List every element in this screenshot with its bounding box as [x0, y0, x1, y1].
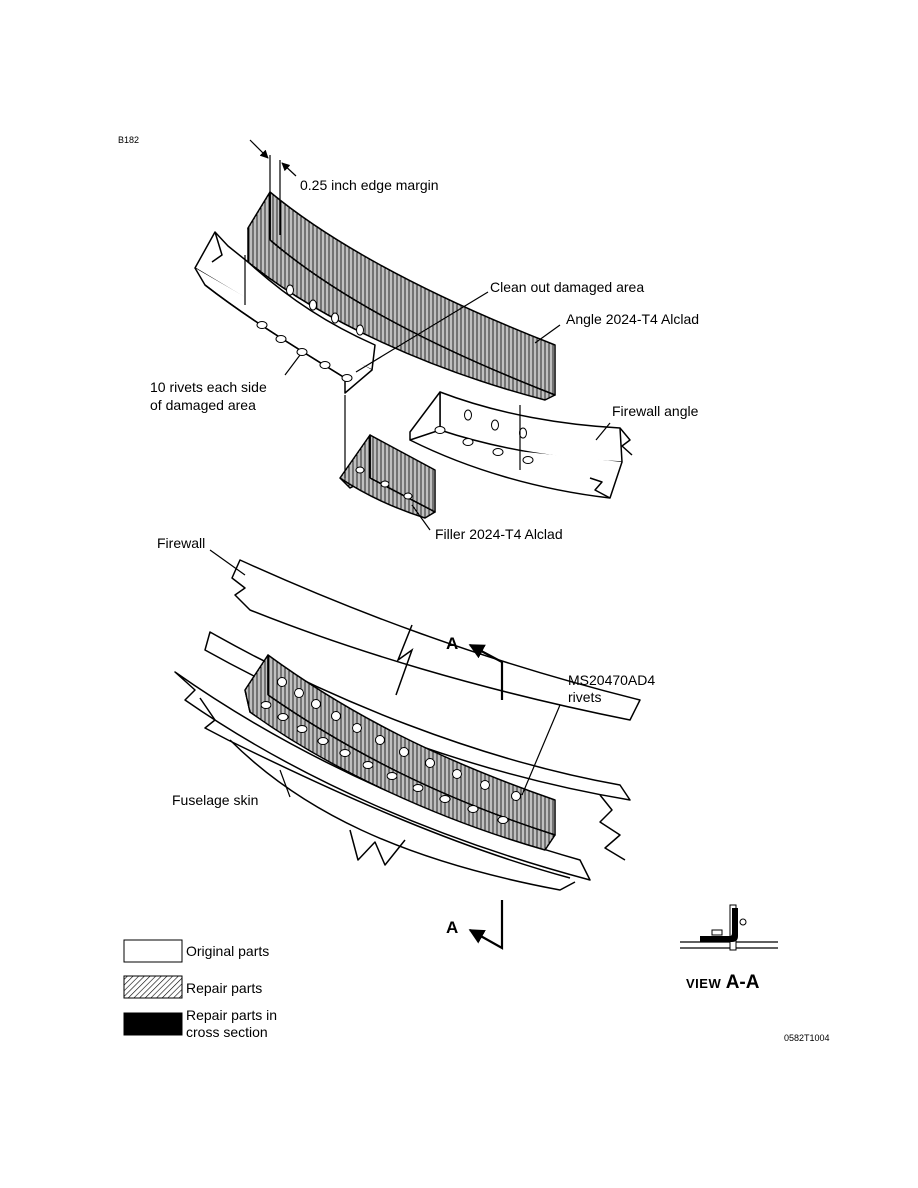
rivets-installed	[260, 677, 521, 824]
rivet-holes-upper	[256, 284, 534, 500]
angle-label: Angle 2024-T4 Alclad	[566, 311, 700, 327]
firewall	[231, 559, 641, 721]
section-marker-bottom: A	[446, 918, 459, 937]
legend-swatch-repair	[123, 975, 183, 999]
ms-rivets-label-line1: MS20470AD4	[568, 672, 656, 688]
fuselage-skin	[174, 631, 631, 891]
rivets-label-line2: of damaged area	[150, 397, 256, 413]
edge-margin-label: 0.25 inch edge margin	[300, 177, 439, 193]
view-a-a-section	[680, 904, 778, 951]
legend-swatch-original	[123, 939, 183, 963]
repair-angle	[247, 191, 556, 401]
figure-id: B182	[118, 135, 140, 145]
firewall-angle	[409, 391, 633, 499]
section-line-a-a	[468, 644, 504, 950]
clean-out-label: Clean out damaged area	[490, 279, 645, 295]
firewall-zigzag	[395, 624, 414, 696]
view-section: A-A	[725, 972, 760, 993]
upper-leader-lines	[244, 139, 611, 531]
section-marker-top: A	[446, 634, 459, 653]
legend-cross-section-line2: cross section	[186, 1024, 268, 1040]
firewall-label: Firewall	[157, 535, 206, 551]
fuselage-skin-label: Fuselage skin	[172, 792, 259, 808]
filler-part	[339, 434, 436, 519]
legend-original-label: Original parts	[186, 943, 270, 959]
drawing-number: 0582T1004	[784, 1033, 830, 1043]
firewall-angle-label: Firewall angle	[612, 403, 699, 419]
filler-label: Filler 2024-T4 Alclad	[435, 526, 563, 542]
view-word: VIEW	[686, 976, 722, 991]
legend-cross-section-line1: Repair parts in	[186, 1007, 278, 1023]
legend-swatch-cross-section	[123, 1012, 183, 1036]
ms-rivets-label-line2: rivets	[568, 689, 602, 705]
legend-repair-label: Repair parts	[186, 980, 263, 996]
lower-leader-lines	[209, 549, 561, 798]
rivets-label-line1: 10 rivets each side	[150, 379, 267, 395]
view-a-a-title: VIEW A-A	[686, 972, 759, 994]
